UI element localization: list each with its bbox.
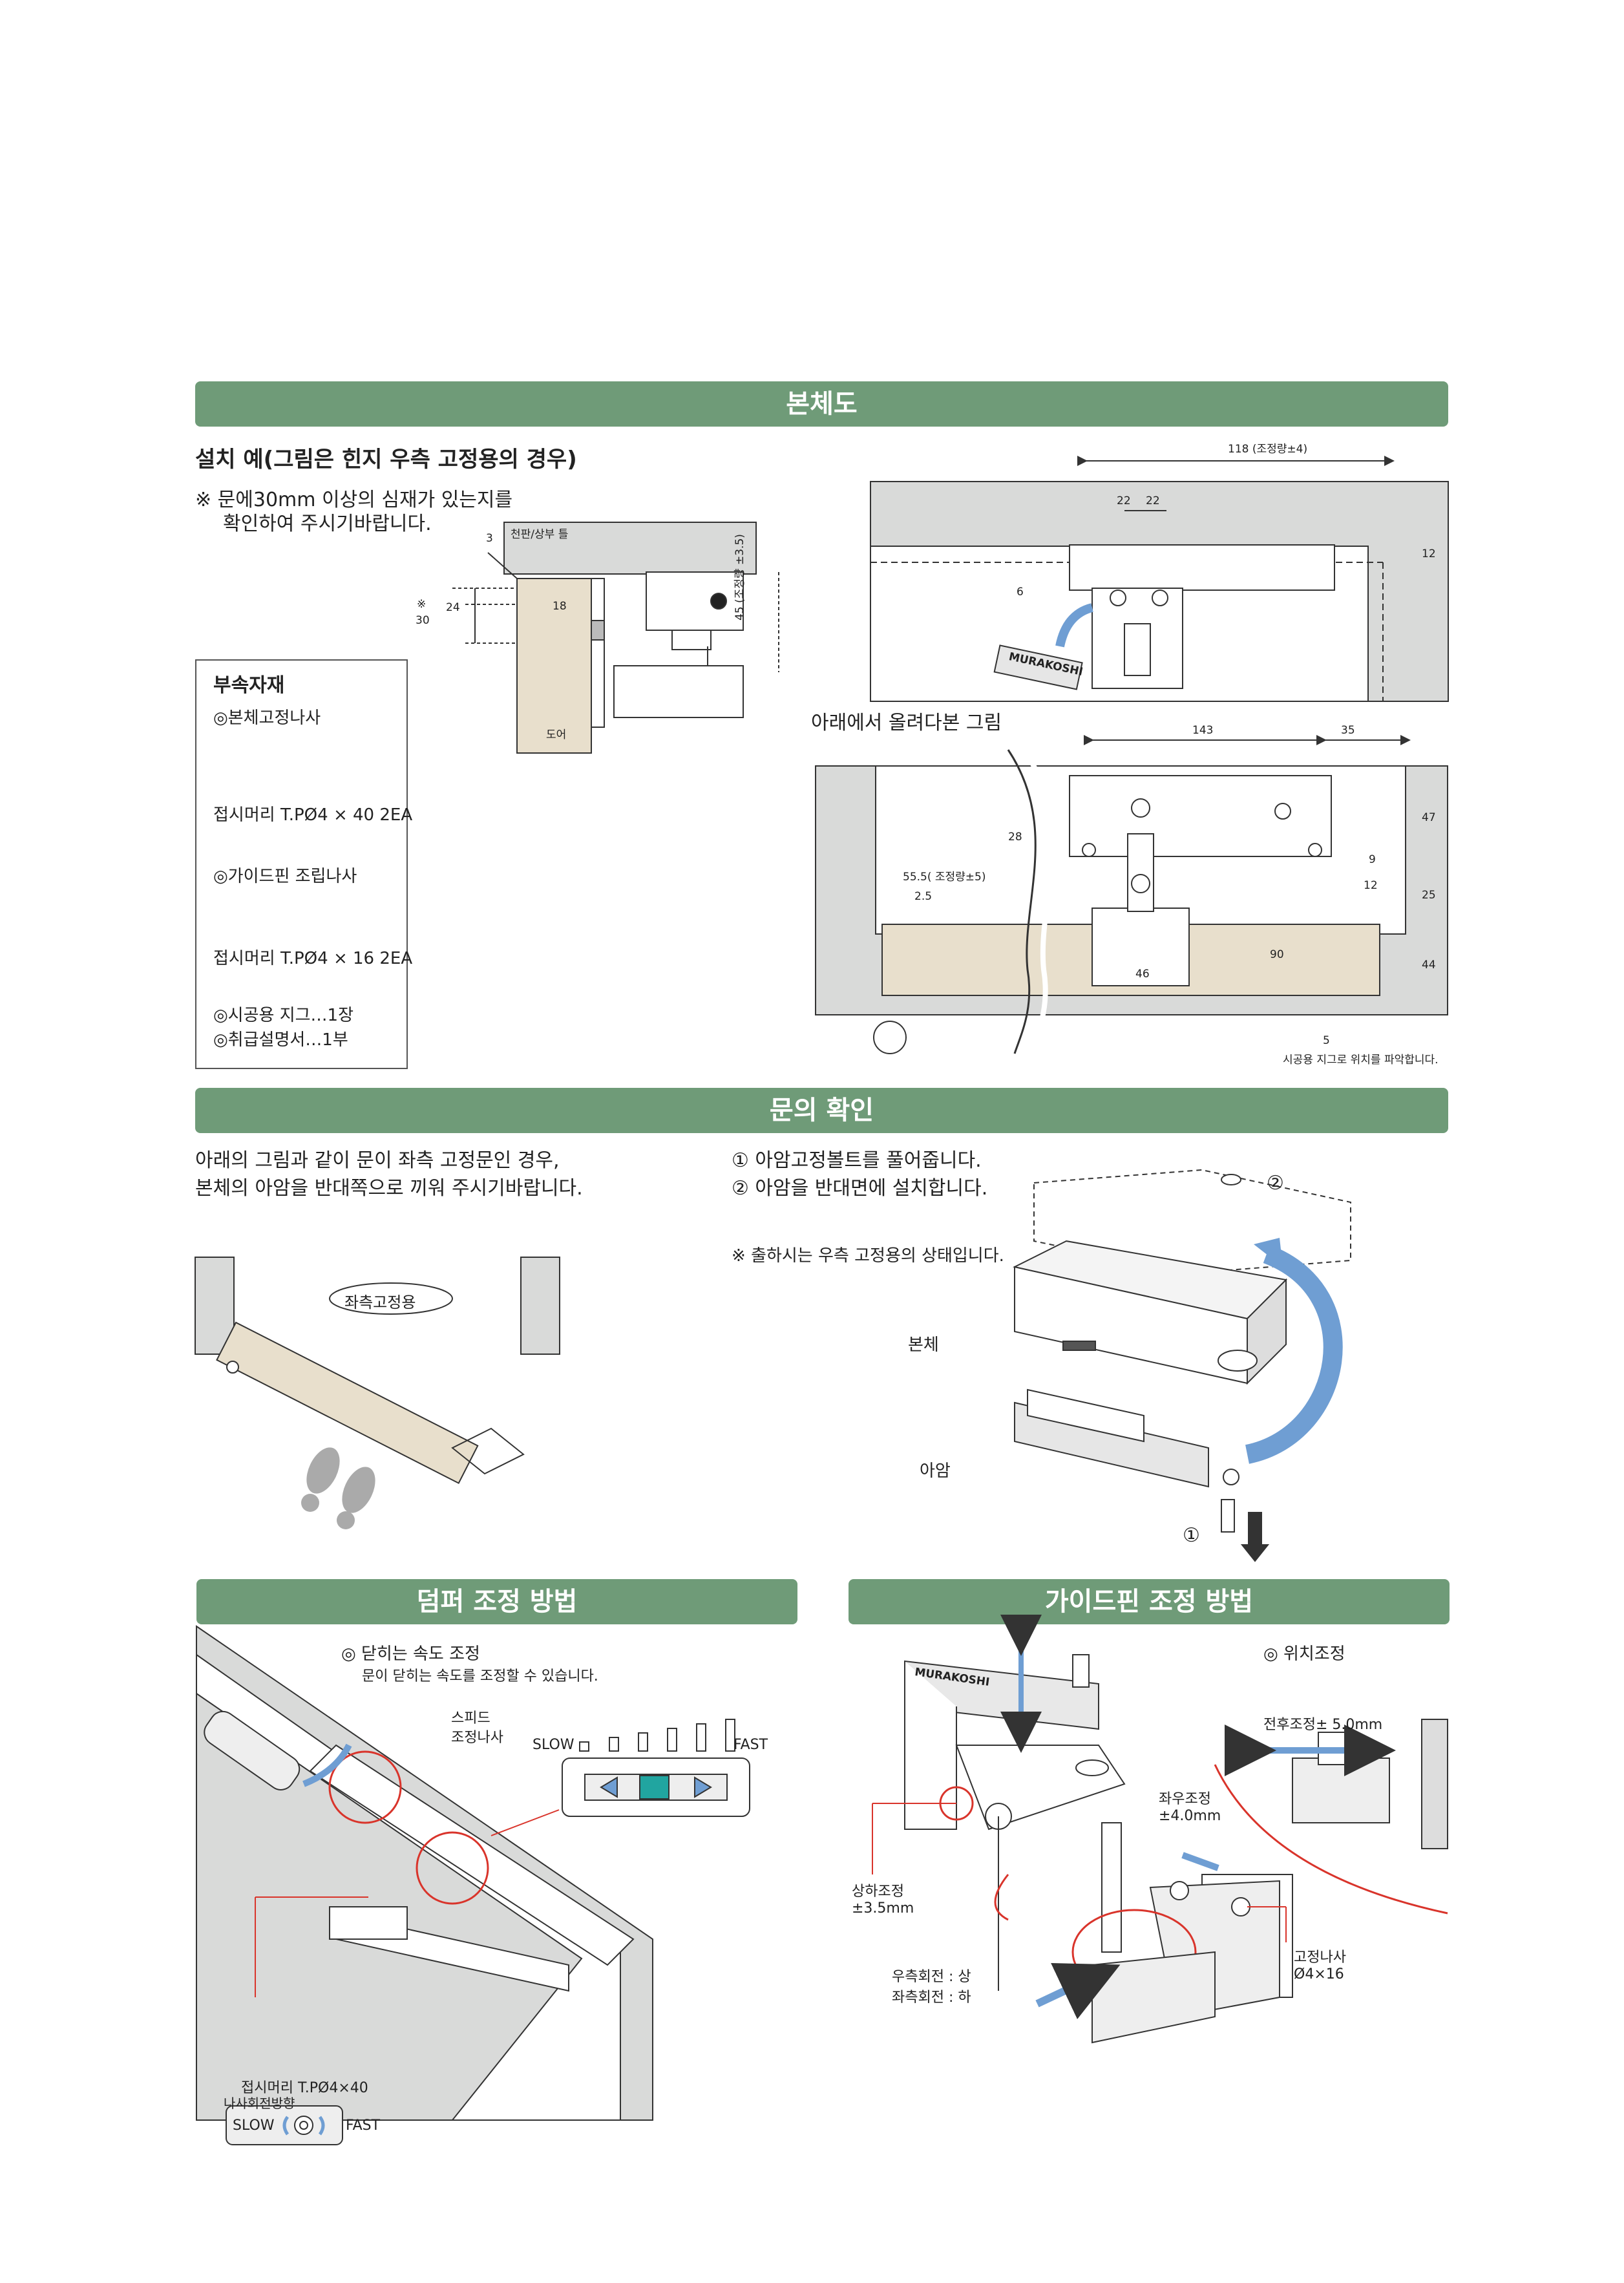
dim-22-b: 22 [1146, 494, 1160, 507]
label-arm: 아암 [920, 1461, 951, 1481]
rotation-left: 좌측회전 : 하 [892, 1990, 971, 2006]
step-2: ② 아암을 반대면에 설치합니다. [732, 1177, 988, 1200]
damper-title: ◎ 닫히는 속도 조정 [341, 1644, 480, 1664]
bottom-view-caption: 아래에서 올려다본 그림 [811, 712, 1002, 734]
rotation-right: 우측회전 : 상 [892, 1969, 971, 1985]
dim-2-5: 2.5 [914, 890, 933, 903]
dim-25: 25 [1422, 889, 1436, 902]
dial-drawing [226, 2105, 343, 2145]
arm-swap-drawing [1013, 1169, 1351, 1562]
rotation-direction: 나사회전방향 [224, 2096, 295, 2111]
door-check-text-1: 아래의 그림과 같이 문이 좌측 고정문인 경우, [195, 1149, 560, 1172]
dial-slow: SLOW [233, 2118, 275, 2134]
speed-indicator-drawing [562, 1719, 750, 1817]
dim-47: 47 [1422, 811, 1436, 824]
dim-45: 45 (조정량 ±3.5) [733, 534, 746, 621]
parts-box [195, 659, 408, 1069]
damper-drawing [196, 1625, 653, 2121]
parts-item-1-spec: 접시머리 T.PØ4 × 40 2EA [213, 805, 413, 825]
parts-item-2: ◎가이드핀 조립나사 [213, 867, 357, 886]
dim-118: 118 (조정량±4) [1228, 443, 1308, 456]
install-title: 설치 예(그림은 힌지 우측 고정용의 경우) [195, 447, 577, 473]
dial-fast: FAST [346, 2118, 381, 2134]
install-note-2: 확인하여 주시기바랍니다. [223, 513, 432, 535]
dim-143: 143 [1192, 724, 1214, 737]
dim-35: 35 [1341, 724, 1355, 737]
dim-30: 30 [416, 614, 430, 627]
left-right-2: ±4.0mm [1159, 1808, 1221, 1824]
door-check-text-2: 본체의 아암을 반대쪽으로 끼워 주시기바랍니다. [195, 1177, 583, 1200]
position-adjust: ◎ 위치조정 [1263, 1644, 1345, 1664]
label-ceiling-frame: 천판/상부 틀 [511, 528, 569, 541]
label-door: 도어 [546, 728, 567, 741]
dim-44: 44 [1422, 959, 1436, 972]
parts-item-1: ◎본체고정나사 [213, 708, 321, 728]
fix-screw-1: 고정나사 [1294, 1949, 1346, 1966]
section-header-guide-pin: 가이드핀 조정 방법 [849, 1579, 1450, 1624]
dim-5: 5 [1323, 1034, 1330, 1047]
front-back-adjust: 전후조정± 5.0mm [1263, 1717, 1383, 1733]
top-view-drawing [870, 456, 1449, 702]
left-right-1: 좌우조정 [1159, 1791, 1211, 1807]
parts-item-2-spec: 접시머리 T.PØ4 × 16 2EA [213, 949, 413, 968]
shipping-note: ※ 출하시는 우측 고정용의 상태입니다. [732, 1246, 1004, 1266]
dim-24: 24 [446, 601, 460, 614]
step-1: ① 아암고정볼트를 풀어줍니다. [732, 1149, 982, 1172]
marker-1: ① [1183, 1524, 1200, 1547]
dim-6: 6 [1017, 586, 1024, 599]
speed-screw-2: 조정나사 [451, 1730, 503, 1746]
section-header-damper: 덤퍼 조정 방법 [196, 1579, 797, 1624]
door-check-drawing [195, 1257, 560, 1529]
dim-46: 46 [1135, 968, 1150, 981]
speed-slow: SLOW [533, 1737, 575, 1753]
marker-2: ② [1267, 1172, 1284, 1195]
left-fixed-label: 좌측고정용 [344, 1293, 416, 1311]
dim-90: 90 [1270, 948, 1284, 961]
up-down-2: ±3.5mm [852, 1900, 914, 1917]
dim-3: 3 [486, 532, 493, 545]
parts-item-3: ◎시공용 지그…1장 [213, 1006, 354, 1025]
speed-fast: FAST [733, 1737, 768, 1753]
speed-screw-1: 스피드 [451, 1710, 490, 1726]
dim-55-5: 55.5( 조정량±5) [903, 871, 986, 884]
dim-30-mark: ※ [417, 598, 427, 611]
parts-title: 부속자재 [213, 674, 285, 697]
install-note-1: ※ 문에30mm 이상의 심재가 있는지를 [195, 489, 513, 511]
dim-18: 18 [553, 600, 567, 613]
parts-item-4: ◎취급설명서…1부 [213, 1030, 348, 1050]
jig-note: 시공용 지그로 위치를 파악합니다. [1283, 1054, 1439, 1067]
bottom-view-drawing [815, 735, 1448, 1055]
fix-screw-2: Ø4×16 [1294, 1966, 1344, 1982]
dim-28: 28 [1008, 831, 1022, 844]
dim-9: 9 [1369, 853, 1376, 866]
dim-22-a: 22 [1117, 494, 1131, 507]
guide-pin-drawing [872, 1615, 1448, 2044]
dim-12-bottom: 12 [1364, 879, 1378, 892]
screw-spec: 접시머리 T.PØ4×40 [241, 2080, 368, 2096]
section-header-door-check: 문의 확인 [195, 1088, 1448, 1133]
damper-desc: 문이 닫히는 속도를 조정할 수 있습니다. [362, 1668, 598, 1684]
up-down-1: 상하조정 [852, 1884, 904, 1900]
section-header-body: 본체도 [195, 381, 1448, 427]
dim-12-top: 12 [1422, 547, 1436, 560]
side-view-drawing [452, 522, 779, 754]
label-body: 본체 [908, 1335, 939, 1355]
